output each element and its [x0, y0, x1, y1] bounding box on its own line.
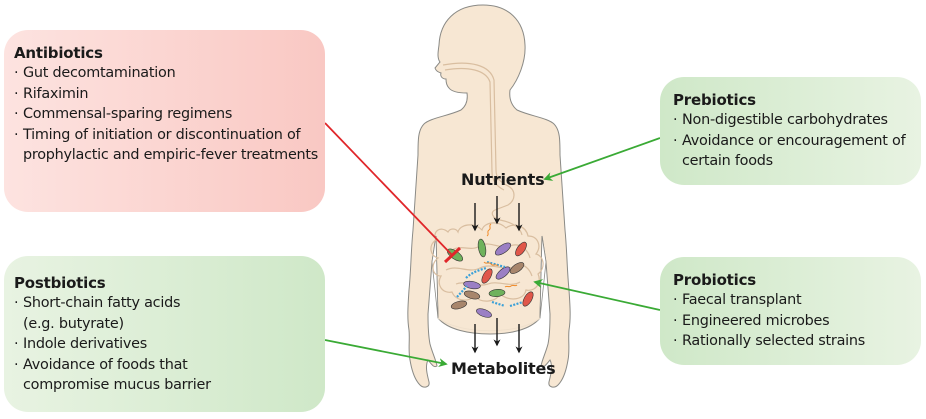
antibiotics-inhibit-arrow	[324, 122, 462, 264]
prebiotics-title: Prebiotics	[673, 91, 756, 109]
antibiotics-list: Gut decomtamination Rifaximin Commensal-…	[14, 63, 325, 166]
list-item: Engineered microbes	[673, 311, 921, 332]
pelvis-edge	[437, 317, 541, 332]
nutrients-label: Nutrients	[461, 170, 545, 189]
postbiotics-box: Postbiotics Short-chain fatty acids (e.g…	[4, 256, 325, 412]
probiotics-list: Faecal transplant Engineered microbes Ra…	[673, 290, 921, 352]
list-item: Non-digestible carbohydrates	[673, 110, 921, 131]
bacteria-cluster-icon	[446, 238, 534, 318]
antibiotics-box: Antibiotics Gut decomtamination Rifaximi…	[4, 30, 325, 212]
metabolite-flow-arrows	[471, 318, 523, 354]
probiotics-box: Probiotics Faecal transplant Engineered …	[660, 257, 921, 365]
postbiotics-title: Postbiotics	[14, 274, 106, 292]
human-body-icon	[407, 4, 571, 388]
right-armpit-gap	[539, 235, 547, 319]
list-item: Indole derivatives	[14, 334, 325, 355]
probiotics-title: Probiotics	[673, 271, 757, 289]
promote-arrows	[324, 137, 661, 368]
body-silhouette	[407, 4, 571, 388]
list-item: Short-chain fatty acids (e.g. butyrate)	[14, 293, 213, 334]
metabolites-label: Metabolites	[451, 359, 556, 378]
list-item: Rifaximin	[14, 84, 325, 105]
list-item: Faecal transplant	[673, 290, 921, 311]
postbiotics-list: Short-chain fatty acids (e.g. butyrate) …	[14, 293, 325, 396]
esophagus-lower	[444, 67, 505, 191]
antibiotics-title: Antibiotics	[14, 44, 103, 62]
bead-chain-microbes	[456, 260, 524, 308]
list-item: Rationally selected strains	[673, 331, 921, 352]
esophagus-upper	[442, 62, 523, 236]
prebiotics-arrow	[543, 137, 661, 181]
left-armpit-gap	[431, 235, 439, 319]
prebiotics-list: Non-digestible carbohydrates Avoidance o…	[673, 110, 921, 172]
probiotics-arrow	[533, 279, 661, 311]
list-item: Timing of initiation or discontinuation …	[14, 125, 323, 166]
intestine-loops	[430, 222, 544, 302]
prebiotics-box: Prebiotics Non-digestible carbohydrates …	[660, 77, 921, 185]
flagella-strands	[483, 223, 518, 288]
postbiotics-arrow	[324, 339, 448, 368]
list-item: Commensal-sparing regimens	[14, 104, 325, 125]
list-item: Avoidance of foods that compromise mucus…	[14, 355, 248, 396]
nutrient-flow-arrows	[471, 196, 523, 232]
list-item: Gut decomtamination	[14, 63, 325, 84]
intestine-inner-2	[445, 264, 533, 277]
list-item: Avoidance or encouragement of certain fo…	[673, 131, 922, 172]
